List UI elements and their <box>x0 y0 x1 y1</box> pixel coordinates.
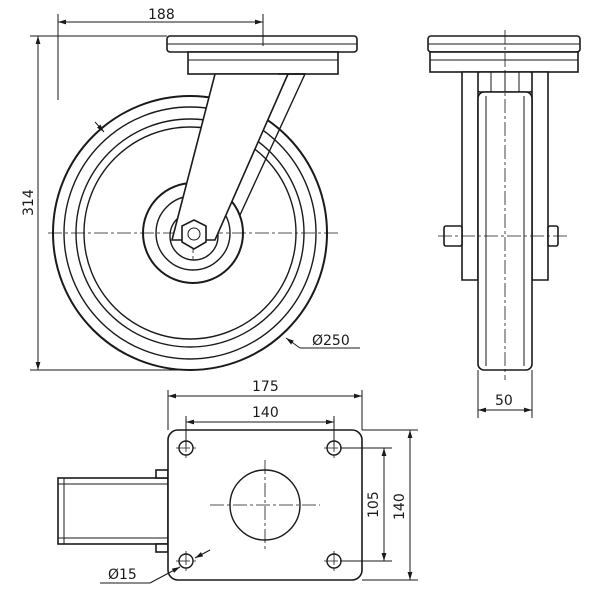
side-fork-left <box>461 71 479 281</box>
hole-diameter-label: Ø15 <box>108 567 137 583</box>
plate-length-label: 140 <box>392 493 408 520</box>
overall-height-label: 314 <box>21 189 37 216</box>
top-width-label: 188 <box>148 7 175 23</box>
side-view: 50 <box>427 30 581 418</box>
hole-spacing-y-label: 105 <box>366 491 382 518</box>
bolt-hole-bl <box>176 551 196 571</box>
hole-spacing-x-label: 140 <box>252 405 279 421</box>
fork-leg <box>170 73 290 241</box>
plate-width-label: 175 <box>252 379 279 395</box>
axle-nut <box>181 219 207 250</box>
turntable <box>187 51 339 75</box>
wheel-tread-ring <box>63 106 317 360</box>
side-turntable <box>429 51 579 73</box>
top-view-fork <box>57 477 169 545</box>
top-view: 175 140 105 140 Ø15 <box>57 379 418 584</box>
front-view: Ø250 188 314 <box>21 7 360 371</box>
side-fork-right <box>531 71 549 281</box>
wheel-width-label: 50 <box>495 393 513 409</box>
wheel-diameter-label: Ø250 <box>312 333 350 349</box>
